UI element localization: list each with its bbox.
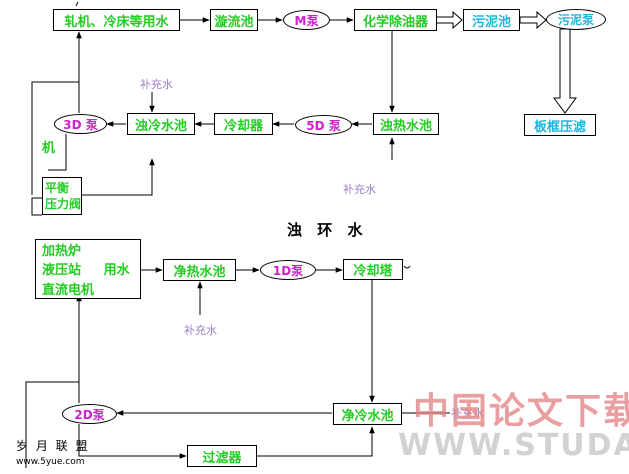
balance-valve-line2: 压力阀 [45,197,82,211]
heater-hydraulic-motor-box: 加热炉 液压站 用水 直流电机 [35,239,141,299]
line-valve-left [31,197,42,216]
chem-oil-remover-box: 化学除油器 [354,9,437,31]
heater-line1: 加热炉 [42,244,82,260]
section-title: 浊 环 水 [287,221,368,239]
tick-top-left [75,1,79,7]
cooling-tower-box: 冷却塔 [343,259,403,280]
pump-2d-node: 2D泵 [62,404,117,424]
balance-pressure-valve-box: 平衡 压力阀 [42,177,82,215]
rolling-mill-water-box: 轧机、冷床等用水 [53,9,180,31]
machine-char-label: 机 [42,141,56,156]
makeup-water-label-4: 补充水 [451,407,484,420]
brand-site-name: 岁 月 联 盟 [16,439,90,453]
arrow-filter-to-coldpool [257,426,375,457]
sludge-pump-node: 污泥泵 [546,9,606,30]
filter-box: 过滤器 [187,445,257,467]
heater-line2: 液压站 用水 [42,263,130,279]
brand-site-url: www.5yue.com [16,457,85,467]
plate-filter-press-box: 板框压滤 [524,114,596,136]
sludge-pool-box: 污泥池 [463,9,520,31]
line-left-loop [31,81,79,195]
makeup-water-label-1: 补充水 [140,78,173,91]
cooler-box: 冷却器 [214,113,273,135]
watermark-cn-paper: 中国论文下载 [413,391,629,432]
watermark-studa: WWW.STUDA. [398,428,629,463]
pump-1d-node: 1D泵 [260,260,316,280]
hollow-arrow-to-sludge-pool [435,10,463,30]
hollow-arrow-to-filter-press [553,28,577,114]
makeup-water-label-3: 补充水 [184,324,217,337]
line-to-filter [78,424,187,459]
arrow-valve-to-coldpool [82,158,155,196]
turbid-cold-pool-box: 浊冷水池 [127,113,195,135]
tick-tower [403,265,411,269]
pump-5d-node: 5D 泵 [295,115,352,135]
turbid-hot-pool-box: 浊热水池 [373,113,439,135]
clean-cold-pool-box: 净冷水池 [333,403,402,425]
clean-hot-pool-box: 净热水池 [163,259,236,281]
heater-line3: 直流电机 [42,282,95,298]
line-lower-left-loop [25,381,79,468]
makeup-water-label-2: 补充水 [343,183,376,196]
pump-3d-node: 3D 泵 [54,114,107,134]
hollow-arrow-to-sludge-pump [519,10,547,30]
line-3d-down [48,134,67,171]
m-pump-node: M泵 [283,10,330,30]
balance-valve-line1: 平衡 [45,181,70,195]
swirl-pool-box: 漩流池 [210,9,258,31]
